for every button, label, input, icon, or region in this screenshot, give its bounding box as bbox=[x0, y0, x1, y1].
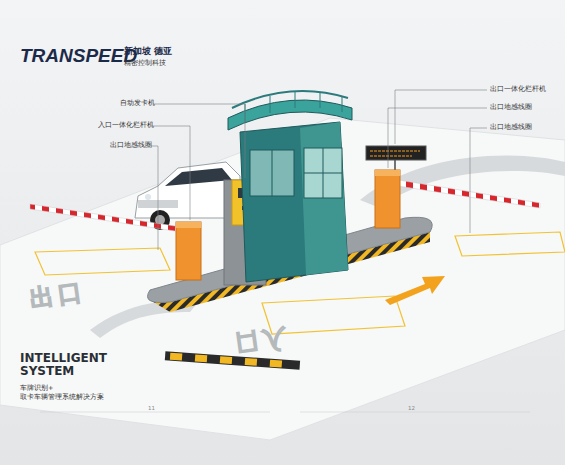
brand-logo: TRANSPEED bbox=[20, 46, 137, 67]
system-subtitle: 取卡车辆管理系统解决方案 bbox=[20, 394, 104, 401]
callout-label: 出口地感线圈 bbox=[490, 104, 532, 111]
brand-name: 新加坡 德亚 bbox=[124, 47, 172, 57]
callout-label: 出口地感线圈 bbox=[110, 142, 152, 149]
system-heading: INTELLIGENT SYSTEM bbox=[20, 352, 120, 378]
callout-label: 自动发卡机 bbox=[120, 100, 155, 107]
page-number: 11 bbox=[148, 405, 155, 411]
callout-label: 出口地感线圈 bbox=[490, 124, 532, 131]
page-number: 12 bbox=[408, 405, 415, 411]
callout-label: 入口一体化栏杆机 bbox=[98, 122, 154, 129]
system-subtitle: 车牌识别+ bbox=[20, 385, 53, 392]
callout-label: 出口一体化栏杆机 bbox=[490, 86, 546, 93]
brand-slogan: 精密控制科技 bbox=[124, 60, 166, 68]
